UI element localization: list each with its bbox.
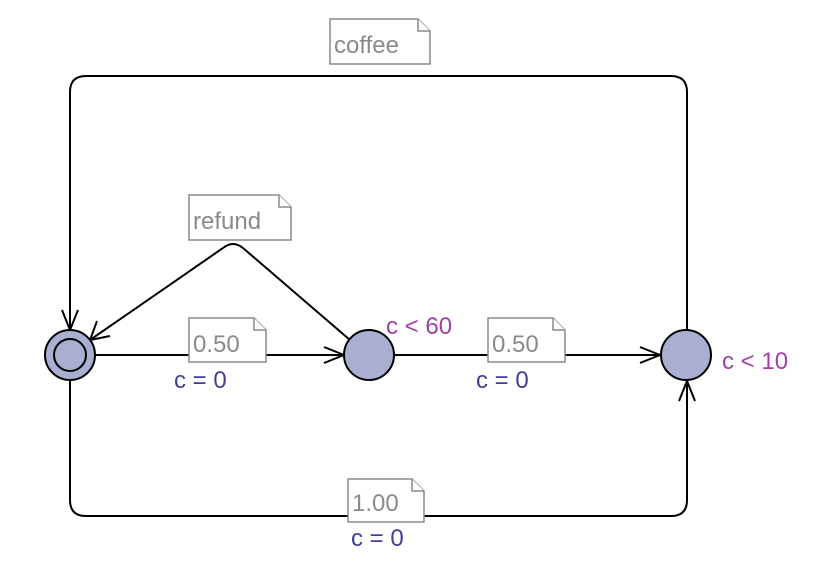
label-note-050-b: 0.50 [487, 317, 566, 363]
update-050-a: c = 0 [174, 367, 227, 394]
invariant-brew: c < 10 [722, 348, 788, 375]
location-wait[interactable] [343, 329, 395, 381]
label-050-b: 0.50 [492, 331, 539, 358]
label-100: 1.00 [352, 490, 399, 517]
initial-marker-ring [53, 338, 87, 372]
invariant-wait: c < 60 [386, 313, 452, 340]
label-050-a: 0.50 [193, 331, 240, 358]
label-note-050-a: 0.50 [188, 317, 267, 363]
edge-insert-100-arrowhead [678, 378, 696, 402]
label-coffee: coffee [334, 32, 399, 59]
update-100: c = 0 [351, 525, 404, 552]
location-start[interactable] [44, 329, 96, 381]
label-refund: refund [193, 208, 261, 235]
label-note-100: 1.00 [347, 478, 425, 523]
location-brew[interactable] [660, 329, 712, 381]
update-050-b: c = 0 [476, 367, 529, 394]
label-note-refund: refund [188, 194, 292, 241]
label-note-coffee: coffee [329, 18, 431, 65]
edge-coffee[interactable] [69, 75, 688, 332]
edge-refund[interactable] [89, 243, 351, 341]
